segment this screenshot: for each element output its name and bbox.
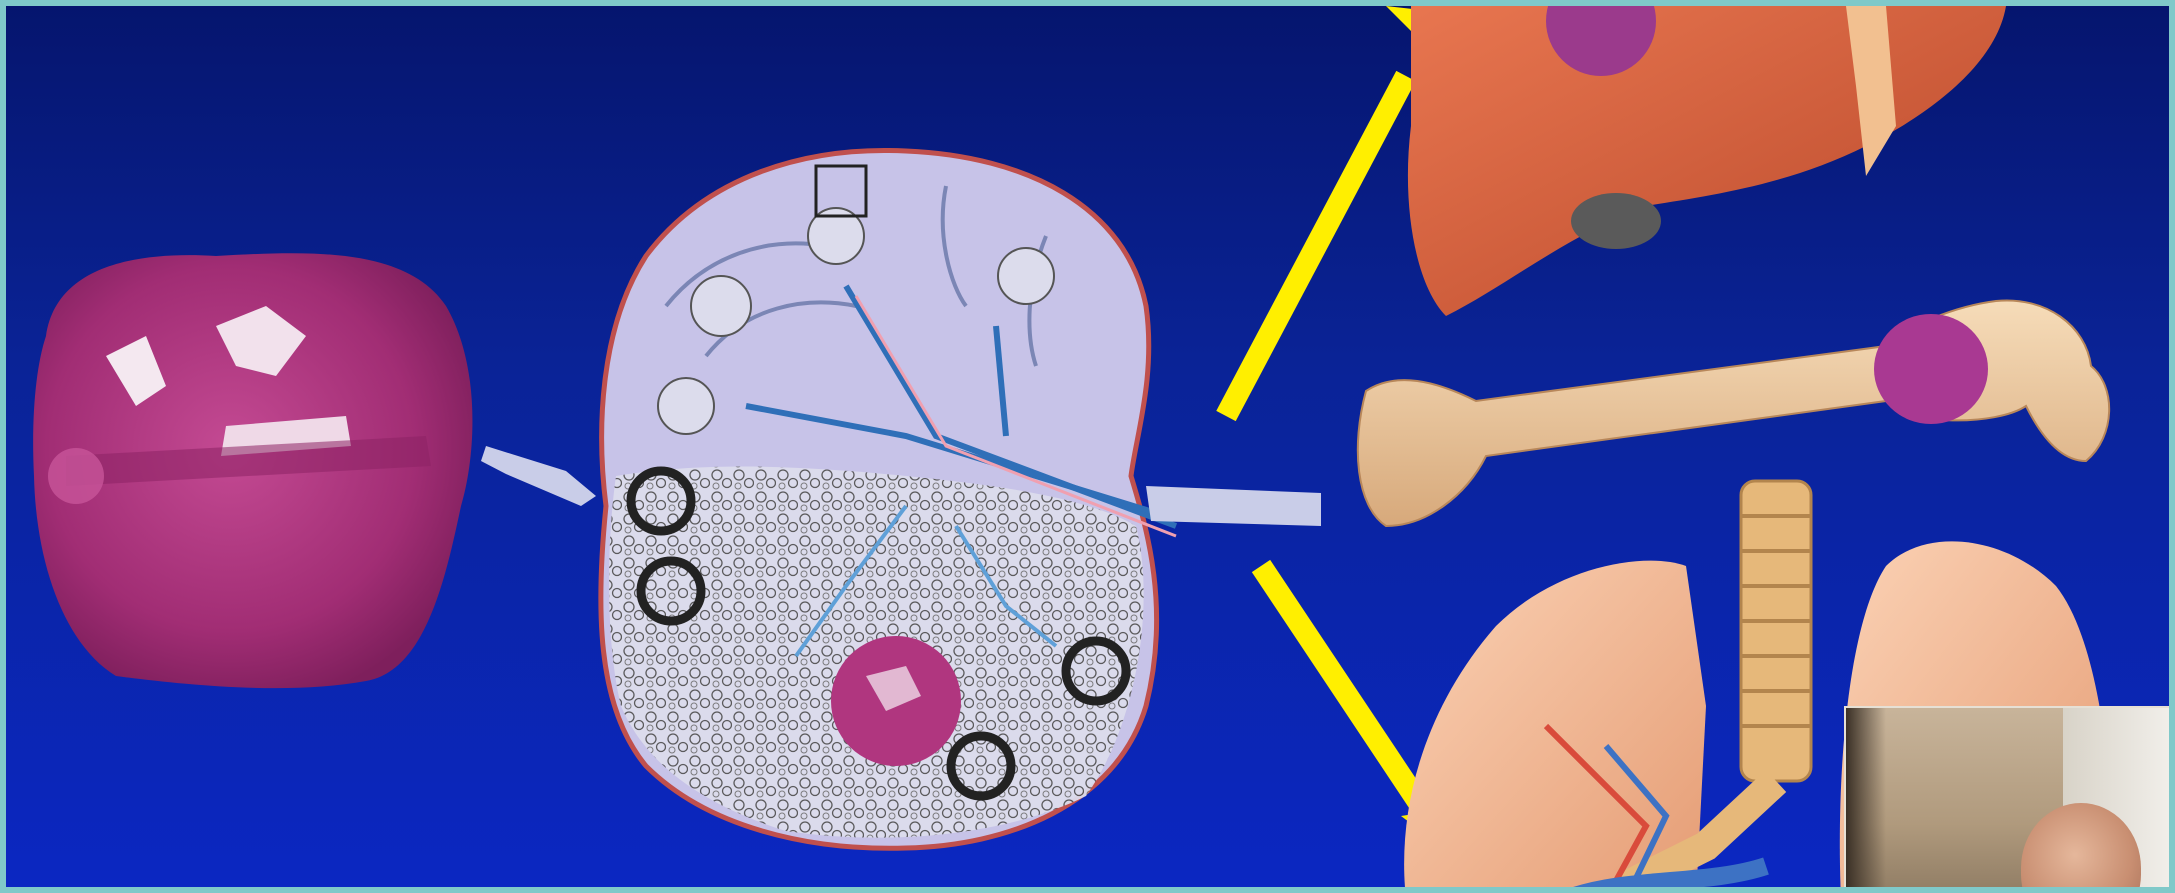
histology-section [33,253,472,688]
afferent-vessel [481,446,596,506]
webcam-thumbnail [1844,706,2175,893]
efferent-vessel [1146,486,1321,526]
lymph-node-diagram [601,150,1176,848]
liver-organ [1408,6,2006,316]
webcam-shadow [1846,708,1886,893]
femur-bone [1358,300,2109,526]
